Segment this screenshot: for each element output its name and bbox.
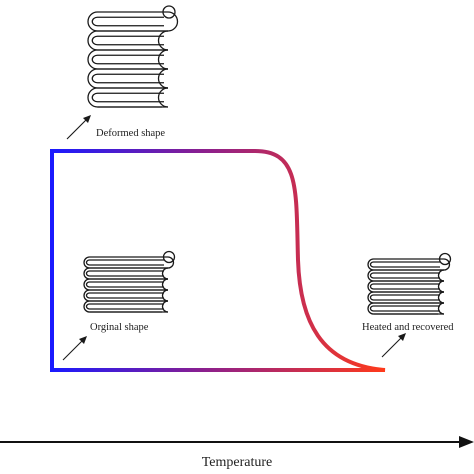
deformed-shape-label: Deformed shape <box>96 128 165 139</box>
heated-pointer-arrow <box>381 333 406 358</box>
compressed-spring-icon <box>83 250 176 313</box>
temperature-axis <box>0 436 474 448</box>
compressed-spring-icon <box>367 252 452 315</box>
axis-arrow-head <box>459 436 474 448</box>
stretched-spring-icon <box>87 5 179 108</box>
deformed-pointer-arrow <box>66 115 91 140</box>
original-shape-label: Orginal shape <box>90 322 149 333</box>
original-pointer-arrow <box>62 336 87 361</box>
heated-recovered-label: Heated and recovered <box>362 322 454 333</box>
temperature-axis-label: Temperature <box>202 455 273 470</box>
transition-curve <box>50 149 386 372</box>
